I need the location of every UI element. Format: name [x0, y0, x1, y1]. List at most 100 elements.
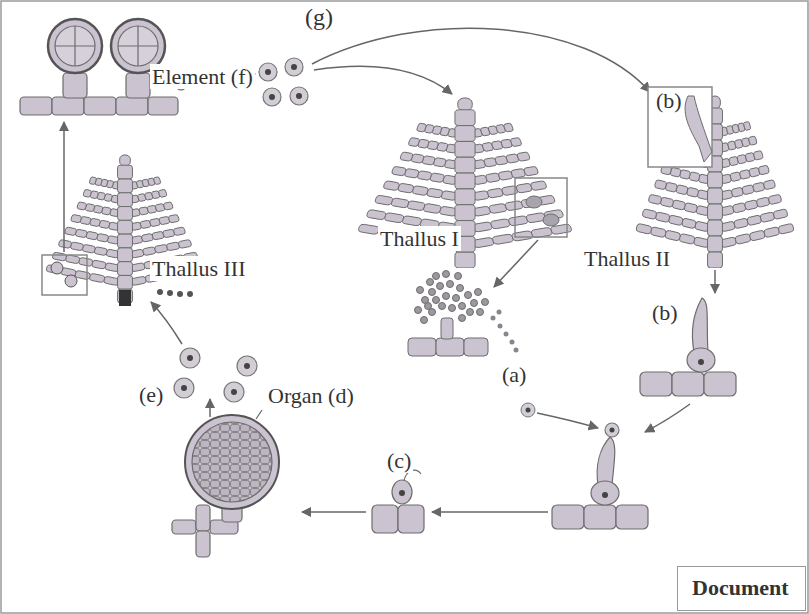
tetrasporangia-part — [84, 97, 116, 115]
tetrasporangia-part — [20, 97, 52, 115]
carpogonium-part — [672, 372, 704, 396]
carpospores-part — [237, 356, 257, 376]
spermatangial-cluster-part — [526, 408, 531, 413]
spermatangial-cluster-part — [491, 310, 519, 353]
cycle-arrow — [151, 302, 182, 344]
spermatangial-cluster-part-part — [497, 310, 502, 315]
spermatangial-cluster-part — [408, 338, 436, 356]
spermatangial-cluster — [408, 271, 535, 418]
spermatangial-cluster-part-part — [439, 303, 446, 310]
tetraspores-part — [291, 64, 297, 70]
spermatangial-cluster-part-part — [427, 279, 434, 286]
carpogonium-part — [704, 372, 736, 396]
zygote-part — [392, 480, 412, 504]
tetrasporangia-part — [126, 73, 150, 98]
box-text: Document — [692, 575, 791, 601]
cystocarp-part — [192, 422, 272, 502]
figure-label: (b) — [650, 300, 680, 325]
spermatangial-cluster-part-part — [421, 317, 428, 324]
tetraspores-part — [296, 93, 302, 99]
tetraspores-part — [265, 69, 271, 75]
spermatangial-cluster-part-part — [437, 283, 444, 290]
spermatangia-detail-part — [526, 196, 542, 208]
spermatangial-cluster-part-part — [482, 299, 489, 306]
carpospores-part — [244, 363, 250, 369]
spermatangia-detail-part — [543, 214, 559, 226]
carpogonium-part — [692, 298, 708, 352]
spermatangial-cluster-part — [464, 338, 488, 356]
carpogonium-part — [640, 372, 672, 396]
cycle-arrow — [63, 122, 65, 252]
figure-label: Thallus I — [378, 226, 461, 251]
cycle-arrow — [302, 511, 366, 513]
tetrasporophyte-detail-part — [65, 275, 77, 287]
tetrasporophyte-detail-part — [119, 290, 131, 306]
tetrasporangia-part — [148, 97, 178, 115]
spermatangial-cluster-part-part — [443, 271, 450, 278]
spermatangial-cluster-part-part — [433, 297, 440, 304]
figure-label: (g) — [303, 4, 335, 32]
tetraspores — [259, 58, 308, 106]
spermatangial-cluster-part-part — [491, 316, 496, 321]
carpogonium-detail-part — [648, 87, 712, 167]
spermatangial-cluster-part-part — [475, 289, 482, 296]
carpospores-part — [181, 385, 187, 391]
spermatangial-cluster-part-part — [433, 273, 440, 280]
spermatangial-cluster-part-part — [459, 315, 466, 322]
carpospores-part — [187, 355, 193, 361]
tetrasporangia-part — [63, 73, 87, 98]
spermatangial-cluster-part-part — [467, 309, 474, 316]
figure-label: (b) — [654, 88, 684, 113]
tetrasporophyte-detail-part — [167, 290, 173, 296]
figure-label: Thallus III — [150, 256, 247, 281]
tetrasporophyte-detail-part — [177, 291, 183, 297]
tetrasporangia-part — [118, 45, 158, 46]
cystocarp — [172, 415, 279, 557]
tetrasporangia-part — [48, 19, 102, 73]
tetraspores-part — [290, 87, 308, 105]
cycle-arrow — [645, 404, 690, 432]
zygote-part — [398, 505, 424, 533]
tetrasporangia-part — [55, 45, 95, 46]
carpospores — [174, 348, 257, 402]
carpogonium-part — [698, 359, 704, 365]
cystocarp-part — [196, 531, 210, 557]
cycle-arrow — [537, 413, 598, 428]
caption-box: Document — [677, 566, 806, 611]
spermatangia-detail — [515, 178, 567, 237]
spermatangial-cluster-part-part — [453, 295, 460, 302]
tetraspores-part — [285, 58, 303, 76]
spermatangial-cluster-part-part — [465, 292, 472, 299]
spermatangial-cluster-part-part — [449, 305, 456, 312]
spermatangial-cluster-part — [436, 338, 464, 356]
spermatangial-cluster-part-part — [514, 348, 519, 353]
figure-label: Element (f) — [150, 64, 255, 89]
cystocarp-part — [172, 520, 196, 534]
zygote-part — [372, 505, 398, 533]
fertilisation-part — [597, 437, 615, 485]
carpogonium-detail-part — [685, 96, 712, 162]
spermatangial-cluster-part-part — [417, 287, 424, 294]
leader-line — [256, 410, 262, 419]
spermatangial-cluster-part-part — [415, 307, 422, 314]
fertilisation-part — [610, 428, 615, 433]
tetraspores-part — [269, 94, 275, 100]
fertilisation-part — [616, 505, 648, 529]
spermatangial-cluster-part-part — [455, 273, 462, 280]
spermatangial-cluster-part-part — [510, 340, 515, 345]
figure-label: (c) — [385, 448, 413, 473]
tetrasporangia-part — [116, 97, 148, 115]
spermatangial-cluster-part-part — [457, 285, 464, 292]
zygote-part — [399, 490, 405, 496]
cycle-arrow — [714, 270, 716, 293]
tetrasporangia-part — [55, 26, 95, 66]
spermatangial-cluster-part-part — [498, 324, 503, 329]
tetraspores-part — [259, 63, 277, 81]
cycle-arrow — [494, 240, 538, 287]
male-thallus — [358, 98, 573, 268]
fertilisation-part — [584, 505, 616, 529]
fertilisation-part — [602, 492, 608, 498]
